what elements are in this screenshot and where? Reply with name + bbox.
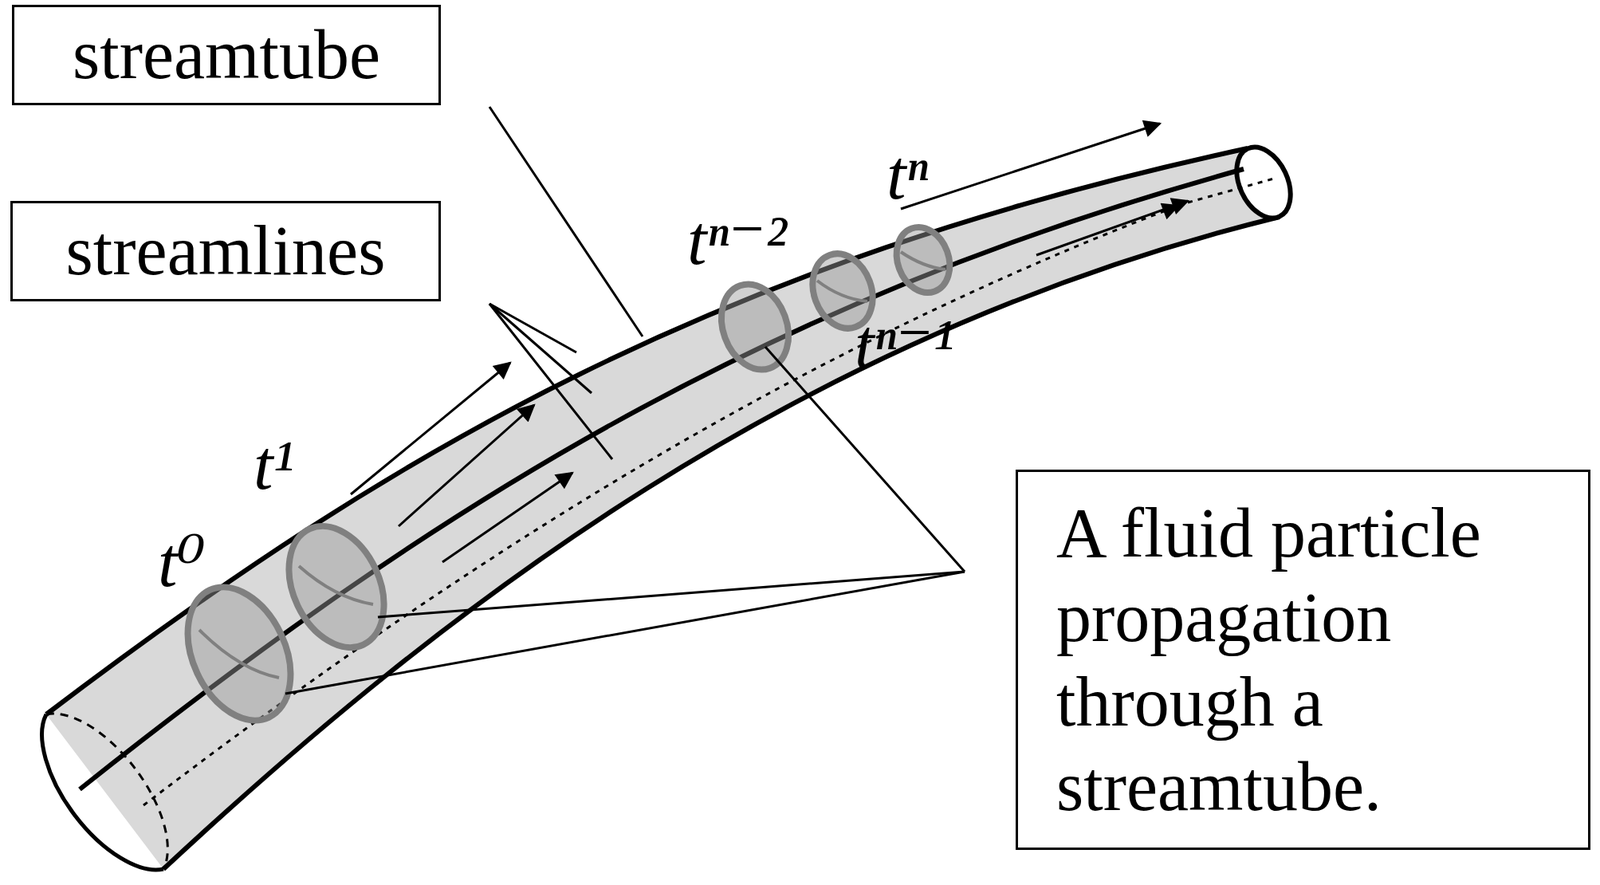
time-label: tⁿ⁻² [687,205,787,276]
time-label: t¹ [253,430,295,501]
callout-box: A fluid particle propagation through a s… [1015,469,1591,850]
label-box: streamtube [11,4,441,106]
box-text: streamlines [31,208,420,294]
time-label: tⁿ [886,140,928,211]
time-label: t⁰ [157,527,206,598]
box-text: A fluid particle propagation through a s… [1056,491,1550,830]
label-box: streamlines [10,200,441,302]
box-text: streamtube [33,12,420,98]
tube-end [1226,138,1302,228]
leader-lines [285,106,965,694]
time-label: tⁿ⁻¹ [854,309,955,380]
streamline-dotted [1187,178,1274,203]
